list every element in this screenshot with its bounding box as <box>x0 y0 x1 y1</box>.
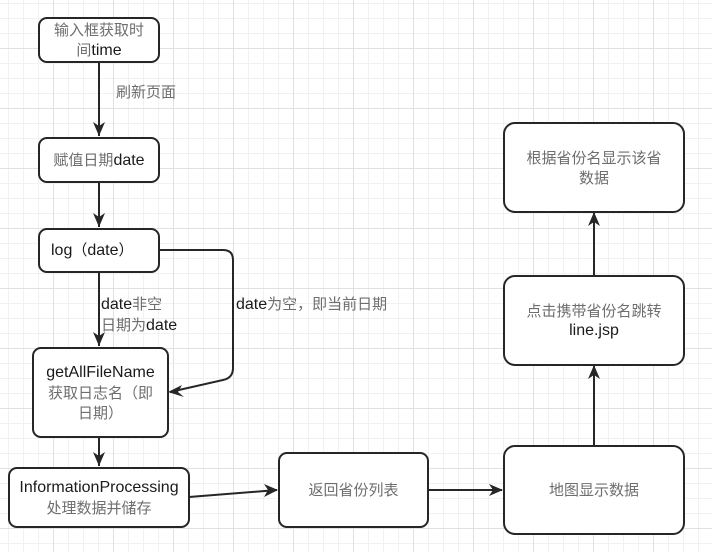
node-text: time <box>91 41 122 59</box>
node-text: date <box>87 242 119 259</box>
node-get-all-file-name[interactable]: getAllFileName 获取日志名（即 日期） <box>32 347 169 438</box>
node-text: 地图显示数据 <box>548 481 639 499</box>
arrowhead-icon <box>93 213 105 227</box>
node-assign-date[interactable]: 赋值日期date <box>38 137 160 183</box>
node-show-province-data[interactable]: 根据省份名显示该省 数据 <box>503 122 685 213</box>
node-map-show-data[interactable]: 地图显示数据 <box>503 445 685 535</box>
edge-infoprocessing-to-returnlist <box>188 489 278 498</box>
node-text: 赋值日期 <box>53 150 114 169</box>
node-information-processing[interactable]: InformationProcessing 处理数据并储存 <box>8 467 190 528</box>
node-text: 返回省份列表 <box>308 481 399 499</box>
edge-label-text: date <box>146 317 178 334</box>
edge-label-text: 刷新页面 <box>116 83 177 101</box>
edge-label-text: date <box>236 296 268 313</box>
node-text: （ <box>72 241 88 259</box>
edge-label-text: date <box>101 296 133 313</box>
arrowhead-icon <box>588 365 600 379</box>
node-text: 处理数据并储存 <box>46 498 152 517</box>
node-input-time[interactable]: 输入框获取时 间time <box>38 17 160 63</box>
node-text: log <box>51 242 73 259</box>
node-text: ） <box>118 241 134 259</box>
edge-label-text: 日期为 <box>101 316 147 334</box>
node-text: InformationProcessing <box>19 478 179 496</box>
node-text: 间 <box>76 40 92 59</box>
node-return-province-list[interactable]: 返回省份列表 <box>278 452 429 528</box>
arrowhead-icon <box>93 452 105 466</box>
arrowhead-icon <box>489 484 503 496</box>
node-text: 点击携带省份名跳转 <box>526 301 662 320</box>
node-text: 数据 <box>578 168 609 187</box>
edge-label-refresh-page: 刷新页面 <box>116 82 176 102</box>
edge-label-date-not-empty: date非空 日期为date <box>101 294 177 336</box>
edge-label-text: 非空 <box>132 295 163 313</box>
arrowhead-icon <box>93 332 105 346</box>
node-click-jump[interactable]: 点击携带省份名跳转 line.jsp <box>503 275 685 366</box>
node-text: 输入框获取时 <box>53 20 144 39</box>
node-text: 获取日志名（即 <box>47 383 153 402</box>
node-text: getAllFileName <box>46 363 155 381</box>
node-text: 根据省份名显示该省 <box>526 148 662 167</box>
node-text: line.jsp <box>569 321 619 339</box>
node-text: date <box>113 151 145 169</box>
edge-label-text: 为空，即当前日期 <box>267 295 388 313</box>
node-text: 日期） <box>77 403 123 422</box>
arrowhead-icon <box>588 212 600 226</box>
edge-log-to-getallfilename-empty <box>159 249 234 393</box>
node-log-date[interactable]: log（date） <box>38 228 160 273</box>
arrowhead-icon <box>264 484 278 497</box>
edge-label-date-empty: date为空，即当前日期 <box>236 294 387 315</box>
arrowhead-icon <box>93 122 105 136</box>
arrowhead-icon <box>168 385 184 397</box>
